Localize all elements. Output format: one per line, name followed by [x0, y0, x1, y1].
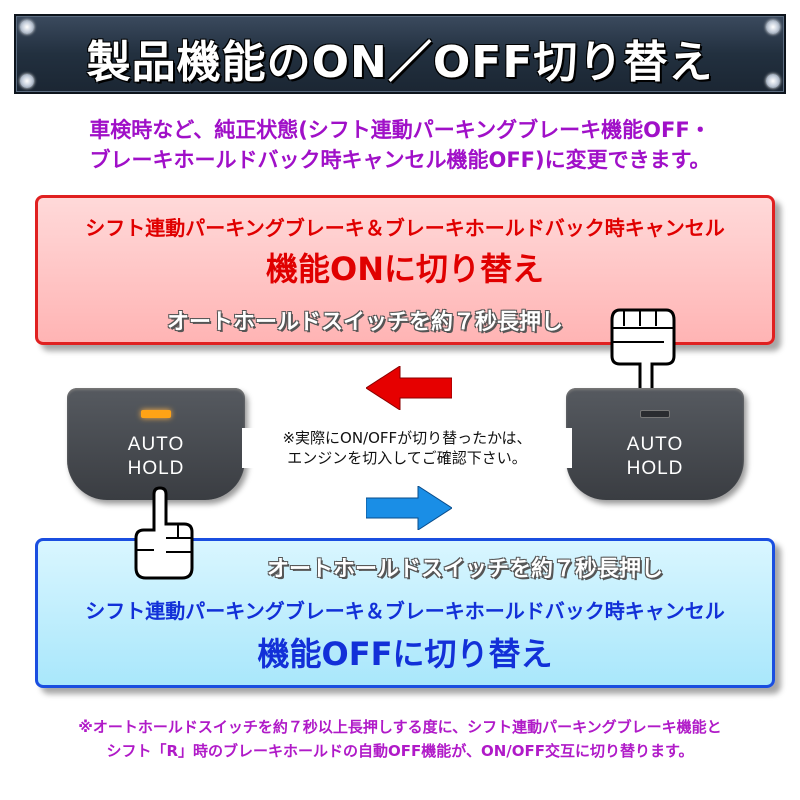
blue-arrow-right-icon: [366, 486, 452, 530]
button-label: AUTO: [626, 434, 684, 455]
page-title: 製品機能のON／OFF切り替え: [86, 37, 714, 88]
auto-hold-button-on[interactable]: AUTO HOLD: [67, 388, 245, 500]
corner-gem-icon: [766, 74, 780, 88]
button-label: HOLD: [626, 458, 684, 479]
red-arrow-left-icon: [366, 366, 452, 410]
intro-line-2: ブレーキホールドバック時キャンセル機能OFF)に変更できます。: [89, 148, 711, 172]
function-on-panel: シフト連動パーキングブレーキ＆ブレーキホールドバック時キャンセル 機能ONに切り…: [35, 195, 775, 345]
confirm-note-line-1: ※実際にON/OFFが切り替ったかは、: [242, 428, 572, 448]
auto-hold-button-off[interactable]: AUTO HOLD: [566, 388, 744, 500]
on-panel-instruction: オートホールドスイッチを約７秒長押し: [166, 310, 563, 335]
footer-note-line-2: シフト「R」時のブレーキホールドの自動OFF機能が、ON/OFF交互に切り替りま…: [106, 742, 694, 760]
off-panel-headline: 機能OFFに切り替え: [257, 635, 553, 673]
intro-line-1: 車検時など、純正状態(シフト連動パーキングブレーキ機能OFF・: [89, 118, 711, 142]
corner-gem-icon: [766, 20, 780, 34]
corner-gem-icon: [20, 20, 34, 34]
corner-gem-icon: [20, 74, 34, 88]
indicator-lamp-on: [141, 410, 171, 418]
confirm-note-line-2: エンジンを切入してご確認下さい。: [242, 448, 572, 468]
off-panel-subtitle: シフト連動パーキングブレーキ＆ブレーキホールドバック時キャンセル: [85, 599, 725, 623]
button-label: HOLD: [127, 458, 185, 479]
pointing-hand-icon: [134, 486, 194, 580]
indicator-lamp-off: [640, 410, 670, 418]
header-banner: 製品機能のON／OFF切り替え: [14, 14, 786, 94]
off-panel-instruction: オートホールドスイッチを約７秒長押し: [266, 557, 663, 582]
on-panel-subtitle: シフト連動パーキングブレーキ＆ブレーキホールドバック時キャンセル: [85, 216, 725, 240]
on-panel-headline: 機能ONに切り替え: [266, 250, 544, 288]
footer-note-line-1: ※オートホールドスイッチを約７秒以上長押しする度に、シフト連動パーキングブレーキ…: [78, 718, 722, 736]
button-label: AUTO: [127, 434, 185, 455]
